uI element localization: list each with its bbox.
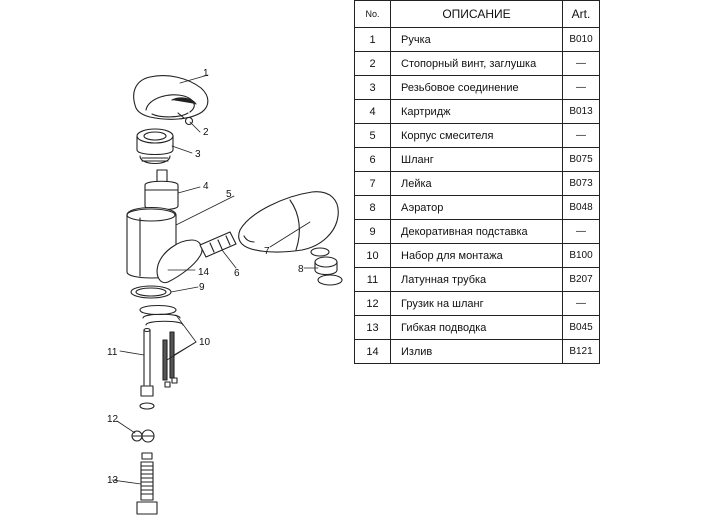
row-art: B207	[562, 267, 600, 292]
mounting-kit-part	[139, 304, 184, 388]
row-number: 7	[354, 171, 391, 196]
row-art: —	[562, 75, 600, 100]
callout-6: 6	[234, 268, 240, 279]
row-description: Грузик на шланг	[390, 291, 563, 316]
callout-9: 9	[199, 282, 205, 293]
row-description: Набор для монтажа	[390, 243, 563, 268]
header-art: Art.	[562, 0, 600, 28]
threaded-ring-part	[136, 128, 174, 165]
row-number: 13	[354, 315, 391, 340]
row-art: B013	[562, 99, 600, 124]
row-description: Декоративная подставка	[390, 219, 563, 244]
row-number: 4	[354, 99, 391, 124]
row-description: Стопорный винт, заглушка	[390, 51, 563, 76]
exploded-faucet-diagram: 1 2 3 4 5 6 7 8 9 10 11 12 13 14	[107, 68, 343, 515]
spout-part	[156, 239, 203, 284]
callout-7: 7	[264, 246, 270, 257]
row-description: Резьбовое соединение	[390, 75, 563, 100]
callout-1: 1	[203, 68, 209, 79]
row-number: 11	[354, 267, 391, 292]
row-art: B045	[562, 315, 600, 340]
handle-part	[133, 75, 209, 120]
row-number: 9	[354, 219, 391, 244]
row-number: 5	[354, 123, 391, 148]
row-description: Излив	[390, 339, 563, 364]
row-number: 12	[354, 291, 391, 316]
base-ring-part	[130, 285, 172, 299]
row-number: 8	[354, 195, 391, 220]
callout-14: 14	[198, 267, 210, 278]
row-number: 6	[354, 147, 391, 172]
callout-13: 13	[107, 475, 119, 486]
spray-head-part	[238, 191, 339, 253]
row-number: 1	[354, 27, 391, 52]
row-number: 2	[354, 51, 391, 76]
row-number: 3	[354, 75, 391, 100]
aerator-part	[310, 247, 343, 286]
callout-12: 12	[107, 414, 119, 425]
row-number: 10	[354, 243, 391, 268]
cartridge-part	[144, 169, 179, 211]
row-art: B075	[562, 147, 600, 172]
row-description: Аэратор	[390, 195, 563, 220]
row-art: B048	[562, 195, 600, 220]
row-art: —	[562, 123, 600, 148]
brass-tube-part	[139, 327, 155, 410]
row-description: Ручка	[390, 27, 563, 52]
hose-weight-part	[131, 429, 155, 443]
row-art: —	[562, 291, 600, 316]
callout-2: 2	[203, 127, 209, 138]
callout-3: 3	[195, 149, 201, 160]
hose-part	[199, 231, 237, 258]
row-number: 14	[354, 339, 391, 364]
callout-5: 5	[226, 189, 232, 200]
flex-hose-part	[136, 452, 158, 515]
callout-11: 11	[107, 347, 118, 358]
row-description: Картридж	[390, 99, 563, 124]
row-art: B073	[562, 171, 600, 196]
header-no: No.	[354, 0, 391, 28]
row-description: Латунная трубка	[390, 267, 563, 292]
row-art: B100	[562, 243, 600, 268]
row-description: Гибкая подводка	[390, 315, 563, 340]
table-header-row: No. ОПИСАНИЕ Art.	[354, 0, 600, 28]
callout-4: 4	[203, 181, 209, 192]
row-art: B121	[562, 339, 600, 364]
callout-8: 8	[298, 264, 304, 275]
row-description: Лейка	[390, 171, 563, 196]
callout-10: 10	[199, 337, 211, 348]
row-art: —	[562, 51, 600, 76]
row-description: Корпус смесителя	[390, 123, 563, 148]
row-art: —	[562, 219, 600, 244]
row-art: B010	[562, 27, 600, 52]
header-description: ОПИСАНИЕ	[390, 0, 563, 28]
row-description: Шланг	[390, 147, 563, 172]
